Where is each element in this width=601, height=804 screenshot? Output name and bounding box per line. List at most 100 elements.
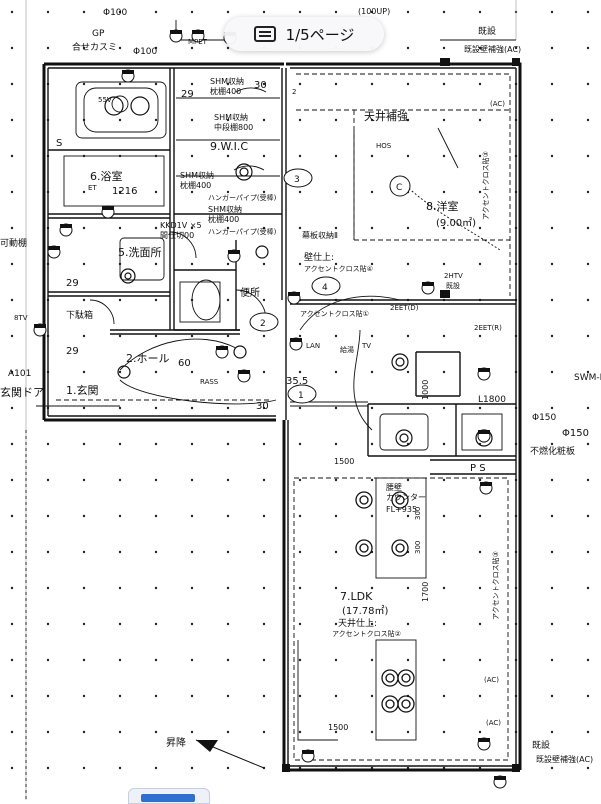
grid-dot bbox=[154, 514, 158, 518]
note-8tv: 8TV bbox=[14, 314, 28, 322]
label-phi100-top: Φ100 bbox=[103, 8, 128, 18]
grid-dot bbox=[10, 514, 14, 518]
et-mark: ET bbox=[88, 184, 97, 192]
sensor-icon bbox=[477, 737, 491, 751]
grid-dot bbox=[118, 550, 122, 554]
grid-dot bbox=[334, 334, 338, 338]
grid-dot bbox=[190, 370, 194, 374]
grid-dot bbox=[262, 442, 266, 446]
dim-1000: 1000 bbox=[421, 380, 430, 400]
grid-dot bbox=[190, 658, 194, 662]
grid-dot bbox=[586, 514, 590, 518]
grid-dot bbox=[586, 334, 590, 338]
grid-dot bbox=[82, 10, 86, 14]
grid-dot bbox=[82, 550, 86, 554]
grid-dot bbox=[550, 514, 554, 518]
note-hos: HOS bbox=[376, 142, 392, 150]
grid-dot bbox=[226, 118, 230, 122]
grid-dot bbox=[190, 190, 194, 194]
grid-dot bbox=[226, 442, 230, 446]
note-swm: SWM-H bbox=[574, 373, 601, 383]
grid-dot bbox=[82, 298, 86, 302]
grid-dot bbox=[46, 442, 50, 446]
note-phi150a: Φ150 bbox=[532, 413, 557, 423]
callout-circles bbox=[249, 168, 411, 404]
grid-dot bbox=[586, 442, 590, 446]
grid-dot bbox=[262, 190, 266, 194]
grid-dot bbox=[154, 10, 158, 14]
sensor-icon bbox=[33, 323, 47, 337]
grid-dot bbox=[154, 82, 158, 86]
room-ldk: 7.LDK bbox=[340, 590, 373, 603]
room-bath: 6.浴室 bbox=[90, 169, 123, 183]
bottom-tab-chip[interactable] bbox=[128, 788, 210, 804]
grid-dot bbox=[82, 478, 86, 482]
label-existing: 既設 bbox=[478, 25, 496, 37]
grid-dot bbox=[550, 694, 554, 698]
grid-dot bbox=[334, 658, 338, 662]
grid-dot bbox=[586, 550, 590, 554]
grid-dot bbox=[334, 82, 338, 86]
s-mark: S bbox=[56, 138, 62, 149]
grid-dot bbox=[370, 622, 374, 626]
label-existing-reinforce: 既設壁補強(AC) bbox=[464, 44, 521, 54]
grid-dot bbox=[406, 730, 410, 734]
grid-dot bbox=[118, 622, 122, 626]
sensor-icon bbox=[477, 429, 491, 443]
grid-dot bbox=[550, 154, 554, 158]
grid-dot bbox=[190, 766, 194, 770]
grid-dot bbox=[10, 190, 14, 194]
room-shoebox: 下駄箱 bbox=[66, 309, 93, 321]
room-yoshitsu: 8.洋室 bbox=[426, 199, 459, 213]
grid-dot bbox=[10, 766, 14, 770]
outlet-dots bbox=[282, 58, 520, 772]
room-ldk-ceiling-sub: アクセントクロス貼② bbox=[332, 629, 401, 638]
grid-dot bbox=[406, 46, 410, 50]
callout-2: 2 bbox=[260, 319, 266, 329]
note-ac2: (AC) bbox=[484, 676, 499, 684]
grid-dot bbox=[478, 334, 482, 338]
grid-dot bbox=[550, 622, 554, 626]
grid-dot bbox=[190, 118, 194, 122]
grid-dot bbox=[370, 478, 374, 482]
grid-dot bbox=[262, 730, 266, 734]
sensor-icon bbox=[47, 245, 61, 259]
grid-dot bbox=[262, 658, 266, 662]
grid-dot bbox=[154, 190, 158, 194]
grid-dot bbox=[262, 694, 266, 698]
grid-dot bbox=[370, 154, 374, 158]
room-hall: 2.ホール bbox=[126, 352, 170, 365]
grid-dot bbox=[46, 478, 50, 482]
grid-dot bbox=[550, 586, 554, 590]
grid-dot bbox=[190, 730, 194, 734]
grid-dot bbox=[298, 658, 302, 662]
grid-dot bbox=[406, 118, 410, 122]
grid-dot bbox=[478, 514, 482, 518]
grid-dot bbox=[298, 10, 302, 14]
grid-dot bbox=[82, 226, 86, 230]
grid-dot bbox=[118, 694, 122, 698]
note-existing-br: 既設 bbox=[532, 739, 550, 751]
grid-dot bbox=[154, 730, 158, 734]
grid-dot bbox=[46, 694, 50, 698]
grid-dot bbox=[46, 766, 50, 770]
grid-dot bbox=[550, 550, 554, 554]
grid-dot bbox=[406, 478, 410, 482]
grid-dot bbox=[334, 622, 338, 626]
note-shm3: SHM収納 bbox=[180, 170, 214, 180]
grid-dot bbox=[262, 118, 266, 122]
grid-dot bbox=[262, 334, 266, 338]
grid-dot bbox=[10, 334, 14, 338]
grid-dot bbox=[370, 370, 374, 374]
grid-dot bbox=[370, 514, 374, 518]
grid-dot bbox=[442, 550, 446, 554]
page-indicator-pill[interactable]: 1/5ページ bbox=[224, 17, 384, 51]
grid-dot bbox=[118, 190, 122, 194]
sensor-icon bbox=[169, 29, 183, 43]
grid-dot bbox=[298, 478, 302, 482]
grid-dot bbox=[586, 118, 590, 122]
grid-dot bbox=[190, 694, 194, 698]
grid-dot bbox=[10, 370, 14, 374]
grid-dot bbox=[550, 190, 554, 194]
